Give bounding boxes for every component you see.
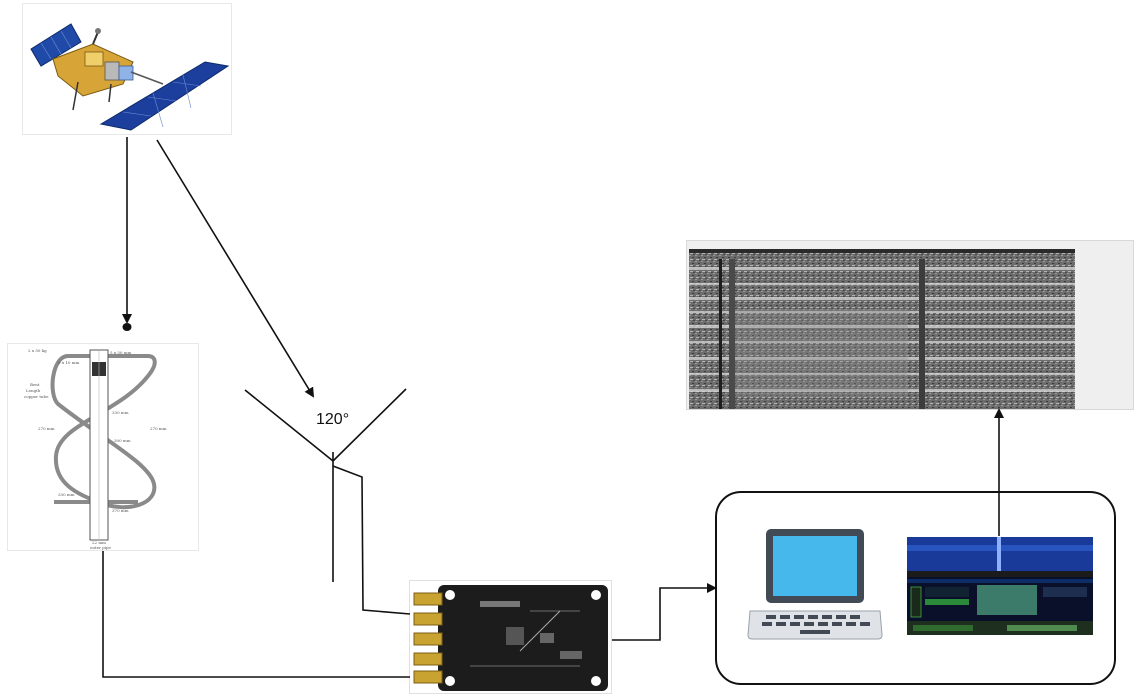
qha-annotation: copper tube xyxy=(24,394,49,399)
qha-annotation: Bent xyxy=(30,382,40,387)
qha-annotation: 2 x 50 kg xyxy=(28,348,47,353)
qha-annotation: 300 mm xyxy=(114,438,131,443)
qha-to-sdr-cable xyxy=(102,551,410,678)
qha-annotation: 270 mm xyxy=(150,426,167,431)
helix-tip-marker xyxy=(122,323,132,331)
quadrifilar-helix-antenna-icon: 2 x 50 kg 5 x 10 mm 5 x 50 mm Bent Lengt… xyxy=(24,348,167,550)
qha-annotation: 330 mm xyxy=(58,492,75,497)
vdipole-to-sdr-cable xyxy=(332,465,411,615)
satellite-image-panel xyxy=(22,3,232,135)
sdr-receiver-board-icon xyxy=(413,585,608,691)
laptop-icon xyxy=(747,529,883,640)
qha-annotation: 5 x 50 mm xyxy=(110,350,131,355)
qha-annotation: outer pipe xyxy=(90,545,112,550)
sdr-to-computer-arrow xyxy=(612,583,717,641)
sdr-receiver-board-image xyxy=(409,580,612,694)
qha-annotation: Length xyxy=(26,388,41,393)
v-dipole-angle-label: 120° xyxy=(316,411,350,428)
sdr-software-screen-icon xyxy=(907,537,1093,635)
quadrifilar-helix-antenna-drawing: 2 x 50 kg 5 x 10 mm 5 x 50 mm Bent Lengt… xyxy=(7,343,199,551)
satellite-to-vdipole-arrow xyxy=(156,139,315,398)
spectrogram-image xyxy=(689,249,1075,409)
spectrogram-image-panel xyxy=(686,240,1134,410)
qha-annotation: 270 mm xyxy=(38,426,55,431)
satellite-icon xyxy=(30,23,230,131)
v-dipole-right-arm xyxy=(332,388,407,462)
qha-annotation: 5 x 10 mm xyxy=(58,360,79,365)
qha-annotation: 370 mm xyxy=(112,508,129,513)
v-dipole-left-arm xyxy=(244,389,334,462)
computer-box xyxy=(715,491,1116,685)
qha-annotation: 22 mm xyxy=(92,540,106,545)
qha-annotation: 330 mm xyxy=(112,410,129,415)
